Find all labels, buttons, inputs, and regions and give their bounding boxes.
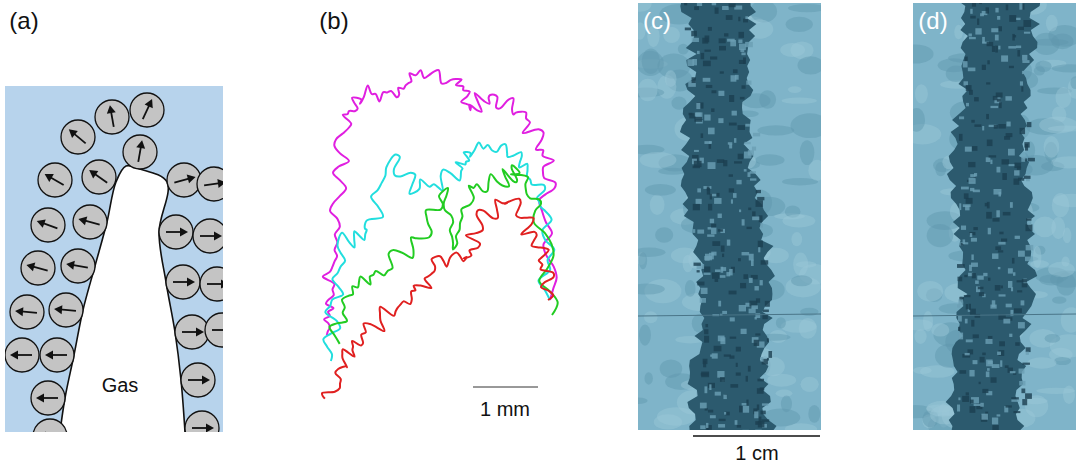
particle	[205, 313, 223, 347]
scale-label: 1 mm	[480, 399, 530, 419]
panel-letter: (d)	[918, 9, 947, 33]
front-trace	[322, 199, 554, 399]
particle	[82, 160, 116, 194]
particle	[185, 411, 219, 432]
liquid-region	[5, 86, 223, 432]
particle	[193, 219, 223, 253]
front-trace	[329, 165, 557, 344]
scale-label: 1 cm	[735, 443, 778, 463]
particle	[61, 120, 95, 154]
particle	[61, 249, 95, 283]
particle	[73, 205, 107, 239]
particle	[159, 215, 193, 249]
particle	[49, 293, 83, 327]
particle	[10, 295, 44, 329]
particle	[123, 135, 157, 169]
panel-letter: (a)	[9, 9, 38, 33]
particle	[166, 265, 200, 299]
particle	[181, 363, 215, 397]
particle	[31, 208, 65, 242]
particle	[197, 167, 223, 201]
scale-bar	[473, 387, 538, 388]
particle	[130, 93, 164, 127]
particle	[21, 251, 55, 285]
panel-letter: (b)	[319, 9, 348, 33]
particle	[31, 381, 65, 415]
region-label: Gas	[102, 375, 139, 395]
panel-letter: (c)	[643, 9, 671, 33]
particle	[167, 163, 201, 197]
particle	[175, 315, 209, 349]
particle	[5, 338, 39, 372]
scale-bar	[693, 435, 820, 437]
photo	[638, 3, 821, 430]
particle	[95, 100, 129, 134]
particle	[33, 419, 67, 432]
foam-schematic	[5, 86, 239, 453]
photo	[913, 3, 1076, 430]
particle	[38, 163, 72, 197]
particle	[200, 267, 223, 301]
particle	[40, 338, 74, 372]
